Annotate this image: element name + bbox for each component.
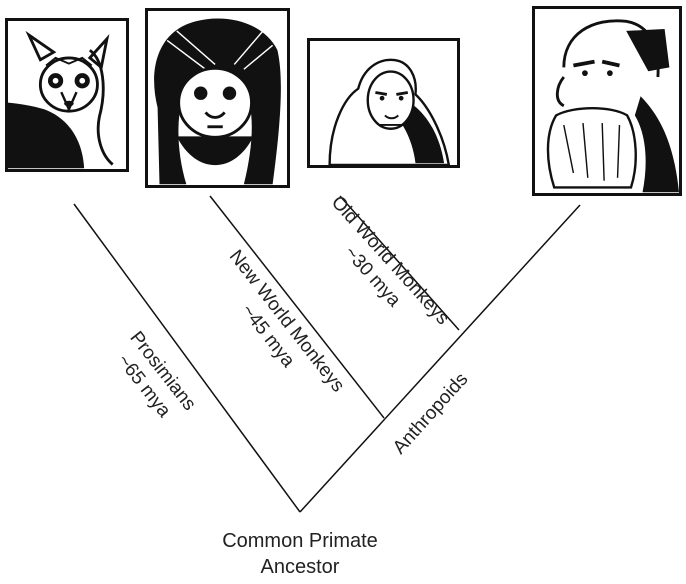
common-ancestor-line2: Ancestor: [260, 556, 340, 578]
common-ancestor-label: Common Primate Ancestor: [180, 528, 420, 580]
branch-old-world-monkeys: [339, 195, 460, 331]
common-ancestor-line1: Common Primate: [222, 530, 378, 552]
branch-new-world-monkeys: [209, 195, 385, 419]
lemur-sketch: [8, 30, 114, 169]
branch-anthropoids: [299, 204, 581, 513]
marmoset-sketch: [154, 18, 281, 185]
lemur-portrait: [5, 18, 129, 172]
bearded-man-sketch: [546, 19, 679, 193]
macaque-portrait: [307, 38, 460, 168]
macaque-sketch: [328, 58, 451, 165]
bearded-man-portrait: [532, 6, 682, 196]
marmoset-portrait: [145, 8, 290, 188]
branch-prosimians: [73, 203, 301, 513]
